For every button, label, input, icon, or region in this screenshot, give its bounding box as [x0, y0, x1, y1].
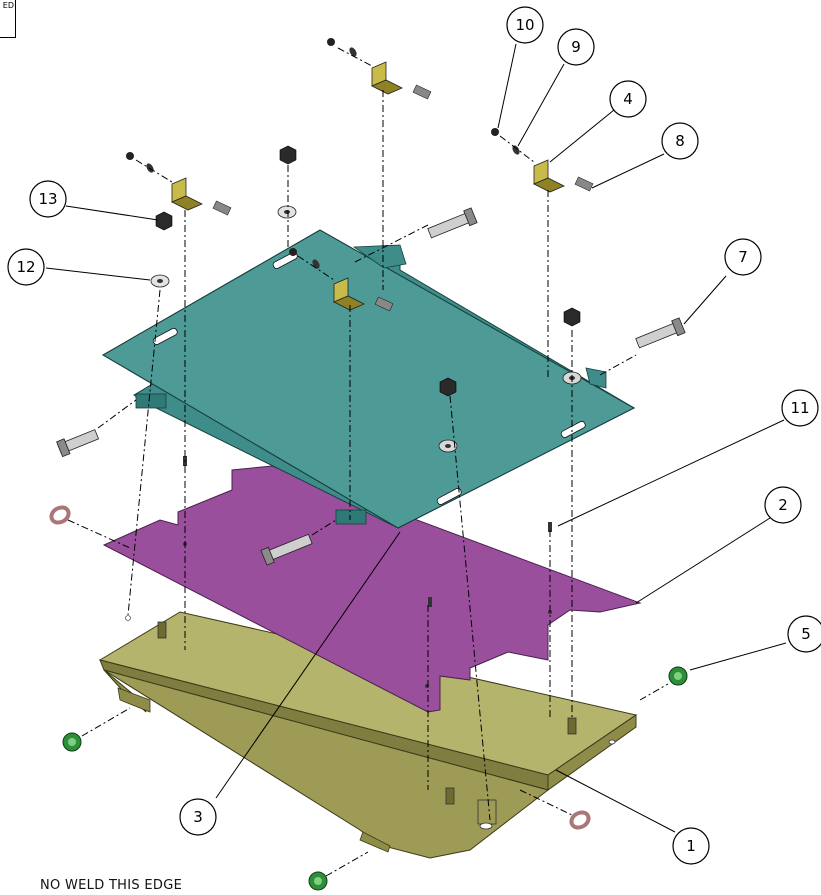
bracket-right: [533, 159, 594, 193]
balloon-item-1: 1: [672, 827, 710, 865]
grommets: [62, 666, 688, 891]
balloon-item-10: 10: [506, 6, 544, 44]
balloon-item-3: 3: [179, 798, 217, 836]
balloon-label: 9: [571, 38, 581, 56]
balloon-label: 11: [790, 399, 809, 417]
lifting-eyes: [49, 505, 591, 830]
balloon-label: 12: [16, 258, 35, 276]
item-balloons: 10 9 4 8 13 12 7 11 2 5 3 1: [7, 6, 821, 865]
balloon-label: 13: [38, 190, 57, 208]
bracket-center: [333, 277, 394, 312]
bracket-top: [371, 61, 432, 100]
balloon-item-11: 11: [781, 389, 819, 427]
brackets: [171, 61, 594, 312]
balloon-item-8: 8: [661, 122, 699, 160]
balloon-label: 7: [738, 248, 748, 266]
balloon-item-7: 7: [724, 238, 762, 276]
leader-lines: [45, 43, 787, 833]
balloon-item-5: 5: [787, 615, 821, 653]
stamp-text: ED: [2, 1, 14, 10]
nuts-and-washers: [150, 145, 581, 397]
balloon-item-12: 12: [7, 248, 45, 286]
balloon-item-13: 13: [29, 180, 67, 218]
balloon-item-4: 4: [609, 80, 647, 118]
balloon-label: 2: [778, 496, 788, 514]
long-bolts: [56, 207, 686, 566]
base-plate: [98, 611, 638, 859]
assembly-center-lines: [67, 47, 669, 877]
weld-note: NO WELD THIS EDGE: [40, 878, 183, 893]
balloon-label: 8: [675, 132, 685, 150]
balloon-label: 3: [193, 808, 203, 826]
balloon-label: 1: [686, 837, 696, 855]
bracket-left: [171, 177, 232, 216]
bracket-hardware: [126, 38, 520, 269]
balloon-item-9: 9: [557, 28, 595, 66]
balloon-label: 10: [515, 16, 534, 34]
balloon-label: 4: [623, 90, 633, 108]
title-block-stamp: ED: [0, 0, 16, 38]
mounting-plate: [101, 229, 636, 529]
balloon-label: 5: [801, 625, 811, 643]
balloon-item-2: 2: [764, 486, 802, 524]
